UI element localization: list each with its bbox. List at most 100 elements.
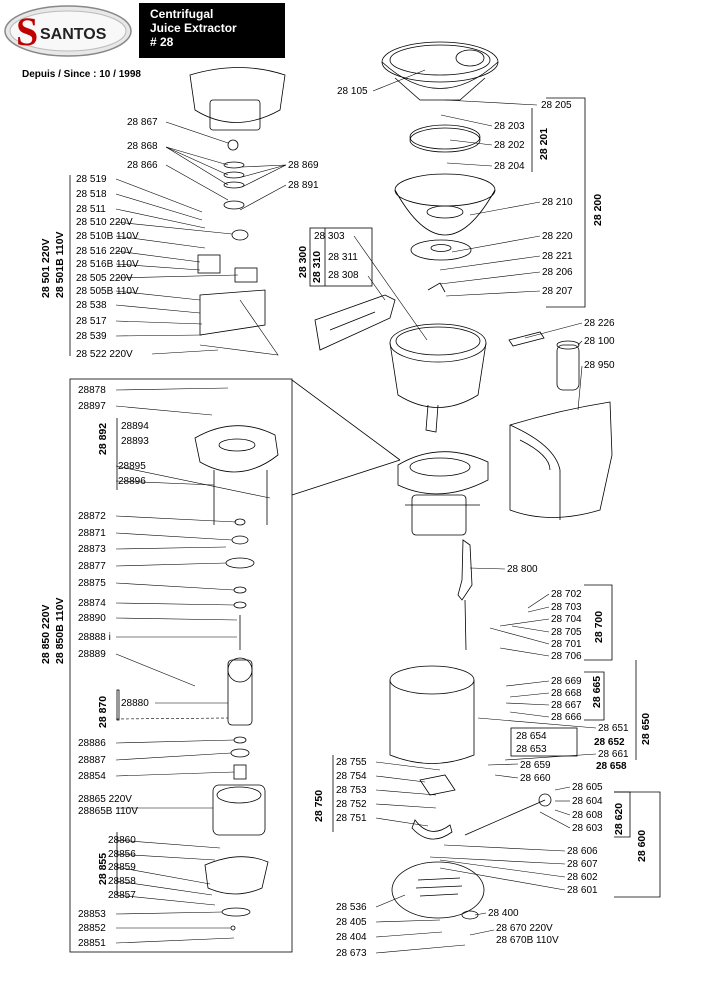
part-label: 28 505 220V: [76, 273, 133, 284]
part-label: 28 517: [76, 316, 107, 327]
part-label: 28 210: [542, 197, 573, 208]
part-label: 28 755: [336, 757, 367, 768]
part-label: 28 522 220V: [76, 349, 133, 360]
part-label: 28872: [78, 511, 106, 522]
rod-28603: [464, 799, 546, 836]
plate-28893: [194, 425, 279, 473]
part-label: 28 702: [551, 589, 582, 600]
logo-s-glyph: S: [16, 9, 38, 54]
part-label: 28 538: [76, 300, 107, 311]
part-label: 28 400: [488, 908, 519, 919]
part-label: 28 654: [516, 731, 547, 742]
part-label: 28 753: [336, 785, 367, 796]
part-label: 28 519: [76, 174, 107, 185]
part-label: 28886: [78, 738, 106, 749]
bottom-plate-28856: [204, 856, 269, 895]
part-label: 28 867: [127, 117, 158, 128]
bracket-28200: [546, 97, 586, 308]
group-label-28892: 28 892: [97, 422, 109, 455]
part-label: 28880: [121, 698, 149, 709]
bracket-28600: [614, 791, 661, 898]
part-label: 28 658: [596, 761, 627, 772]
part-label: 28851: [78, 938, 106, 949]
part-label: 28 652: [594, 737, 625, 748]
part-label: 28 703: [551, 602, 582, 613]
part-label: 28894: [121, 421, 149, 432]
part-label: 28852: [78, 923, 106, 934]
part-label: 28 308: [328, 270, 359, 281]
part-label: 28 950: [584, 360, 615, 371]
group-label-28750: 28 750: [313, 789, 325, 822]
part-label: 28 405: [336, 917, 367, 928]
rotor-28880: [227, 659, 253, 726]
group-label-28310: 28 310: [311, 250, 323, 283]
part-label: 28 868: [127, 141, 158, 152]
part-label: 28897: [78, 401, 106, 412]
part-label: 28 221: [542, 251, 573, 262]
part-label: 28890: [78, 613, 106, 624]
part-label: 28893: [121, 436, 149, 447]
part-label: 28896: [118, 476, 146, 487]
part-label: 28 701: [551, 639, 582, 650]
group-label-28201: 28 201: [538, 127, 550, 160]
part-label: 28 661: [598, 749, 629, 760]
lid-28105: [381, 41, 499, 83]
bracket-28700: [584, 584, 613, 661]
part-label: 28 204: [494, 161, 525, 172]
part-label: 28 605: [572, 782, 603, 793]
part-label: 28887: [78, 755, 106, 766]
motor-base-28850: [397, 451, 489, 495]
part-label: 28 203: [494, 121, 525, 132]
part-label: 28865 220V: [78, 794, 132, 805]
upper-motor: [189, 67, 286, 123]
hub-28220: [410, 239, 472, 261]
group-label-28850: 28 850 220V: [40, 604, 52, 664]
part-label: 28 653: [516, 744, 547, 755]
part-label: 28 660: [520, 773, 551, 784]
part-label: 28 516 220V: [76, 246, 133, 257]
part-label: 28 666: [551, 712, 582, 723]
title-line-1: Centrifugal: [150, 7, 214, 21]
part-label: 28 604: [572, 796, 603, 807]
part-label: 28856: [108, 849, 136, 860]
part-label: 28853: [78, 909, 106, 920]
part-label: 28 505B 110V: [76, 286, 139, 297]
part-label: 28 518: [76, 189, 107, 200]
part-label: 28 510 220V: [76, 217, 133, 228]
pulp-container-28950: [509, 401, 613, 518]
since-date: Depuis / Since : 10 / 1998: [22, 69, 141, 80]
part-label: 28871: [78, 528, 106, 539]
group-label-28850b: 28 850B 110V: [54, 597, 66, 664]
box-28870: [116, 689, 120, 721]
title-line-2: Juice Extractor: [150, 21, 237, 35]
part-label: 28865B 110V: [78, 806, 138, 817]
part-label: 28873: [78, 544, 106, 555]
box-28652: [510, 727, 578, 757]
part-label: 28877: [78, 561, 106, 572]
part-label: 28 404: [336, 932, 367, 943]
part-label: 28875: [78, 578, 106, 589]
part-label: 28 669: [551, 676, 582, 687]
part-label: 28895: [118, 461, 146, 472]
part-label: 28889: [78, 649, 106, 660]
pusher-28100: [556, 344, 580, 391]
part-label: 28874: [78, 598, 106, 609]
lever-28800: [457, 539, 473, 601]
part-label: 28857: [108, 890, 136, 901]
part-label: 28 800: [507, 564, 538, 575]
disc-28202: [409, 127, 481, 153]
part-label: 28 220: [542, 231, 573, 242]
part-label: 28 100: [584, 336, 615, 347]
part-label: 28 704: [551, 614, 582, 625]
part-label: 28 511: [76, 204, 106, 215]
part-label: 28 869: [288, 160, 319, 171]
group-label-28650: 28 650: [640, 712, 652, 745]
part-label: 28 670 220V: [496, 923, 553, 934]
part-label: 28860: [108, 835, 136, 846]
group-label-28501: 28 501 220V: [40, 238, 52, 298]
group-label-28700: 28 700: [593, 610, 605, 643]
part-label: 28 752: [336, 799, 367, 810]
part-label: 28 202: [494, 140, 525, 151]
